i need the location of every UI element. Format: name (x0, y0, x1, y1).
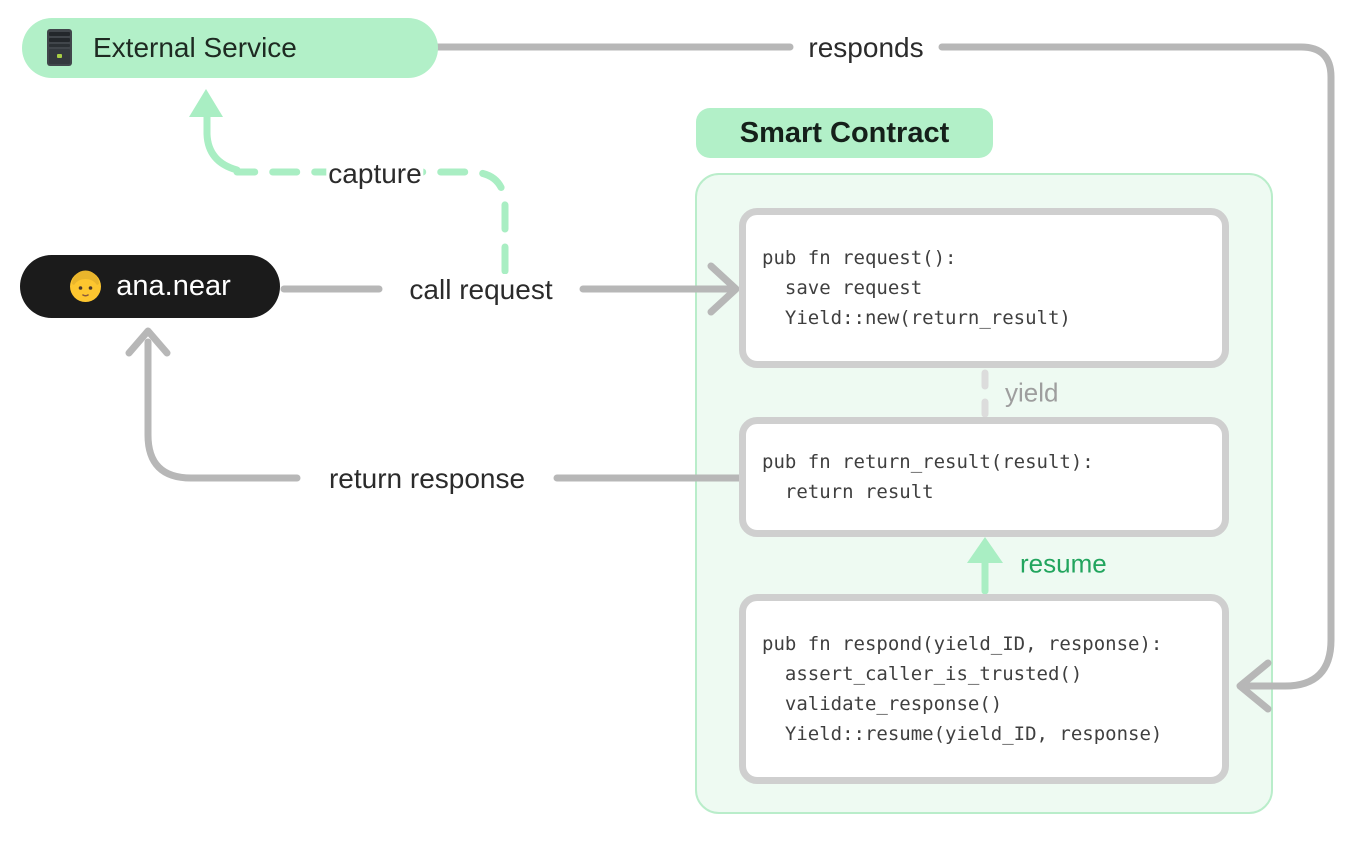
smart-contract-title: Smart Contract (696, 108, 993, 158)
edge-label-call-request: call request (407, 274, 555, 306)
user-node: ana.near (20, 255, 280, 318)
code-box-respond: pub fn respond(yield_ID, response): asse… (739, 594, 1229, 784)
server-icon (47, 29, 72, 66)
return-response-line-left (144, 338, 301, 482)
code-line: pub fn return_result(result): (762, 451, 1094, 473)
code-line: Yield::resume(yield_ID, response) (762, 723, 1163, 745)
code-line: assert_caller_is_trusted() (762, 663, 1083, 685)
capture-arrowhead (189, 89, 223, 117)
capture-arrow-shaft (203, 112, 241, 174)
code-line: save request (762, 277, 923, 299)
user-label: ana.near (116, 270, 231, 302)
code-line: return result (762, 481, 934, 503)
code-line: pub fn request(): (762, 247, 957, 269)
edge-label-yield: yield (1005, 377, 1059, 408)
edge-label-capture: capture (326, 158, 424, 190)
external-service-node: External Service (22, 18, 438, 78)
code-line: pub fn respond(yield_ID, response): (762, 633, 1163, 655)
edge-label-resume: resume (1020, 548, 1107, 579)
return-response-arrowhead (125, 327, 171, 357)
edge-label-return-response: return response (326, 463, 528, 495)
smart-contract-title-label: Smart Contract (739, 116, 950, 149)
code-line: validate_response() (762, 693, 1003, 715)
external-service-label: External Service (93, 32, 297, 63)
person-icon (70, 270, 102, 302)
edge-label-responds: responds (806, 32, 926, 64)
code-line: Yield::new(return_result) (762, 307, 1071, 329)
code-box-return-result: pub fn return_result(result): return res… (739, 417, 1229, 537)
code-box-request: pub fn request(): save request Yield::ne… (739, 208, 1229, 368)
